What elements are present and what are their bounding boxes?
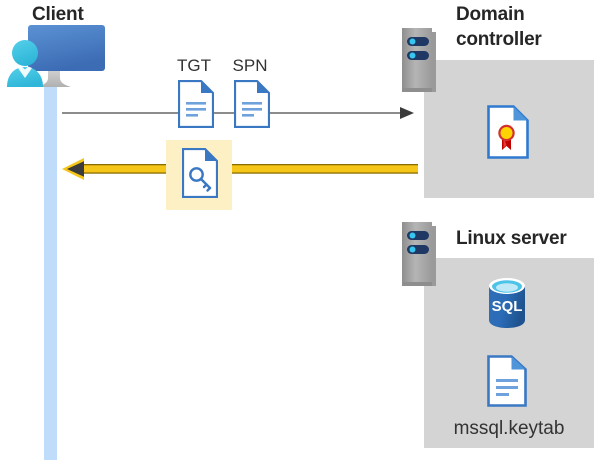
spn-document-icon	[233, 79, 271, 129]
domain-controller-server-rack-icon	[402, 28, 436, 92]
certificate-document-icon	[487, 105, 529, 159]
sql-database-icon: SQL	[483, 277, 531, 329]
domain-controller-title: Domain controller	[456, 4, 542, 50]
tgt-document-icon	[177, 79, 215, 129]
client-title: Client	[32, 4, 84, 25]
svg-text:SQL: SQL	[492, 298, 523, 315]
response-arrow	[62, 158, 418, 180]
linux-server-title: Linux server	[456, 228, 567, 249]
request-arrow	[62, 106, 414, 120]
spn-label: SPN	[232, 56, 268, 75]
key-document-icon	[181, 147, 219, 199]
tgt-label: TGT	[177, 56, 211, 75]
keytab-filename-label: mssql.keytab	[453, 418, 565, 439]
client-computer-user-icon	[4, 22, 108, 92]
keytab-document-icon	[487, 355, 527, 407]
client-lifeline-bar	[44, 84, 57, 460]
linux-server-rack-icon	[402, 222, 436, 286]
